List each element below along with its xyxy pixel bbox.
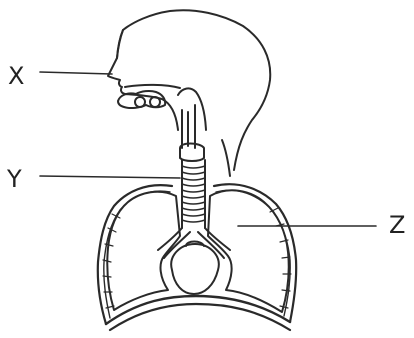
trachea-rings bbox=[182, 166, 205, 222]
face-profile bbox=[108, 30, 125, 94]
label-x: X bbox=[8, 64, 24, 88]
nasal-passage bbox=[125, 85, 180, 88]
label-y: Y bbox=[7, 167, 22, 191]
heart bbox=[171, 244, 219, 294]
left-lung bbox=[107, 192, 180, 310]
larynx bbox=[180, 144, 204, 162]
oral-circle-right bbox=[150, 97, 160, 107]
label-z: Z bbox=[389, 213, 405, 237]
neck-back bbox=[222, 140, 230, 176]
leader-line-x bbox=[40, 72, 112, 74]
rib-cage-left bbox=[98, 185, 172, 324]
oral-circle-left bbox=[135, 97, 145, 107]
leader-line-y bbox=[40, 176, 180, 178]
